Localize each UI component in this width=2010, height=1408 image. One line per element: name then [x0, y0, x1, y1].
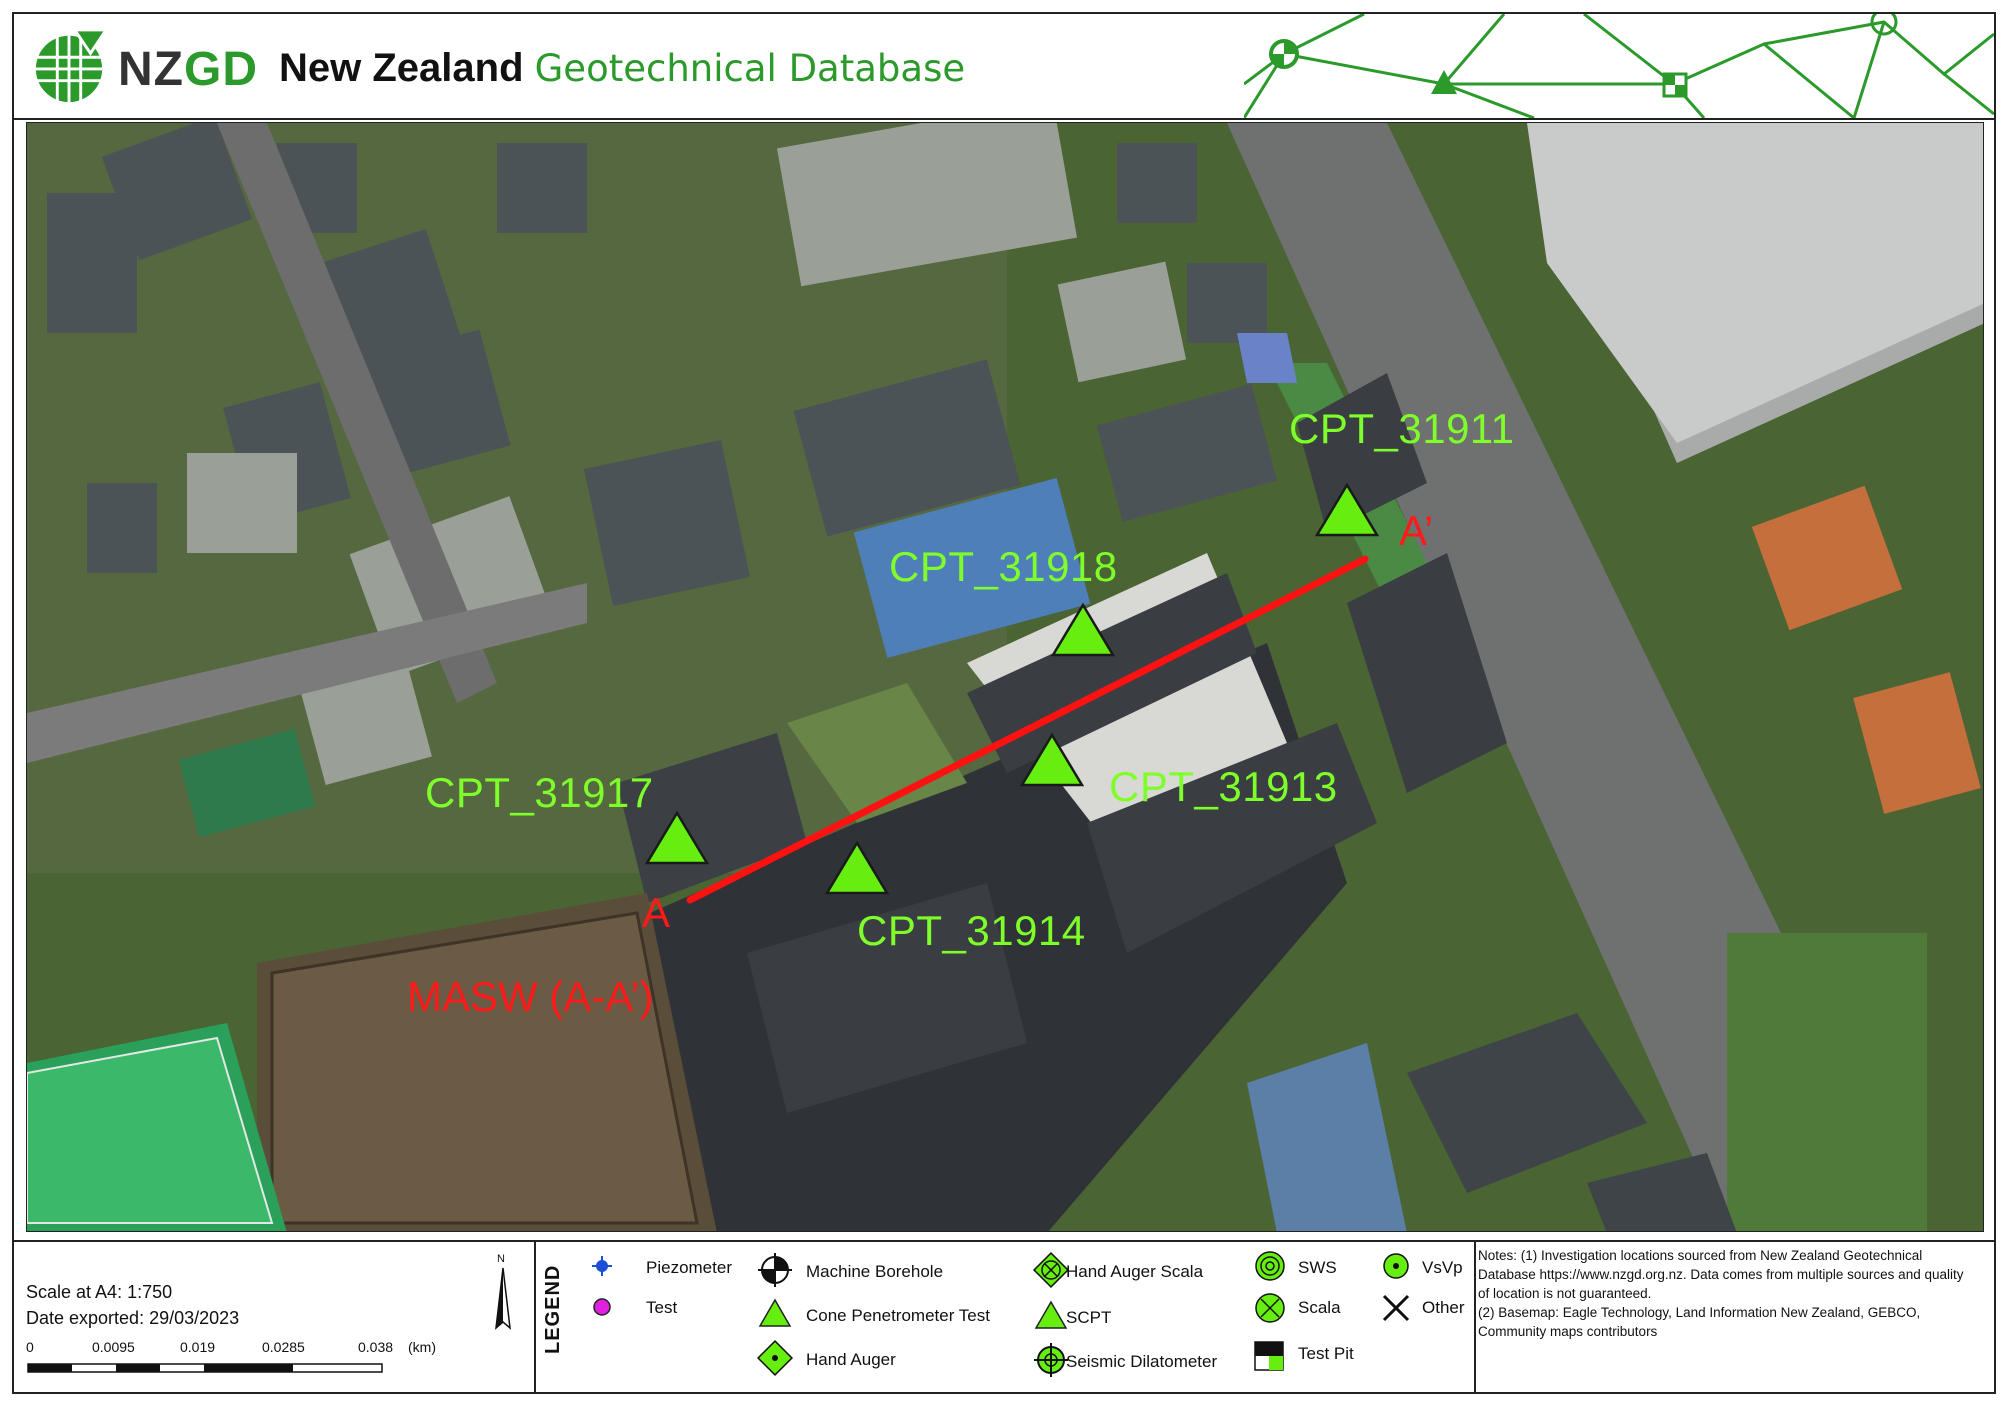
piezometer-icon	[592, 1256, 612, 1276]
scale-tick: 0.038	[358, 1339, 393, 1355]
scale-tick: 0.0095	[92, 1339, 135, 1355]
legend-sws: SWS	[1298, 1258, 1337, 1277]
sws-icon	[1255, 1251, 1285, 1281]
scala-icon	[1255, 1293, 1285, 1323]
cpt-31917-marker	[644, 810, 710, 865]
scpt-icon	[1034, 1300, 1068, 1329]
cpt-31918-label[interactable]: CPT_31918	[889, 543, 1118, 590]
scale-unit: (km)	[408, 1339, 436, 1355]
legend-scpt: SCPT	[1066, 1308, 1112, 1327]
note-1: Notes: (1) Investigation locations sourc…	[1478, 1248, 1964, 1301]
cpt-31917-label[interactable]: CPT_31917	[425, 769, 654, 816]
cpt-icon	[758, 1298, 792, 1327]
masw-section-label: MASW (A-A’)	[407, 973, 654, 1020]
seismic-dilatometer-icon	[1034, 1343, 1068, 1377]
cpt-31911-marker	[1314, 482, 1380, 537]
scale-tick: 0.019	[180, 1339, 215, 1355]
scale-tick: 0.0285	[262, 1339, 305, 1355]
legend-cpt: Cone Penetrometer Test	[806, 1306, 990, 1325]
legend-hand-auger-scala: Hand Auger Scala	[1066, 1262, 1204, 1281]
cpt-31914-marker	[824, 840, 890, 895]
north-arrow-icon: N	[495, 1253, 511, 1330]
test-icon	[593, 1298, 611, 1316]
legend-title: LEGEND	[542, 1264, 564, 1354]
page-frame	[12, 12, 1996, 1394]
header: NZGD New Zealand Geotechnical Database	[14, 14, 1994, 120]
nzgd-globe-logo	[35, 28, 108, 103]
legend-vsvp: VsVp	[1422, 1258, 1463, 1277]
cpt-31914-label[interactable]: CPT_31914	[857, 907, 1086, 954]
test-pit-icon	[1254, 1341, 1284, 1371]
legend-test-pit: Test Pit	[1298, 1344, 1354, 1363]
legend-test: Test	[646, 1298, 678, 1317]
nzgd-wordmark: NZGD	[118, 43, 258, 96]
legend-symbols	[592, 1251, 1410, 1377]
legend-scala: Scala	[1298, 1298, 1341, 1317]
aerial-map[interactable]: CPT_31911 CPT_31918 CPT_31917 CPT_31913 …	[26, 122, 1984, 1232]
map-footer	[14, 1240, 1994, 1394]
legend-piezometer: Piezometer	[646, 1258, 732, 1277]
cpt-31911-label[interactable]: CPT_31911	[1289, 405, 1515, 452]
vsvp-icon	[1383, 1253, 1409, 1279]
scale-tick: 0	[26, 1339, 34, 1355]
legend-hand-auger: Hand Auger	[806, 1350, 896, 1369]
hand-auger-icon	[756, 1339, 794, 1377]
svg-text:N: N	[497, 1253, 505, 1265]
section-start-label: A	[642, 889, 671, 936]
hand-auger-scala-icon	[1032, 1251, 1070, 1289]
page-title: New Zealand Geotechnical Database	[279, 46, 966, 90]
date-exported-label: Date exported: 29/03/2023	[26, 1308, 240, 1328]
map-notes: Notes: (1) Investigation locations sourc…	[1478, 1246, 1978, 1341]
aerial-basemap	[27, 123, 1983, 1231]
legend-machine-borehole: Machine Borehole	[806, 1262, 944, 1281]
scale-bar: 0 0.0095 0.019 0.0285 0.038 (km)	[26, 1339, 436, 1373]
section-end-label: A’	[1399, 507, 1434, 554]
other-icon	[1382, 1294, 1410, 1322]
scale-label: Scale at A4: 1:750	[26, 1282, 173, 1302]
legend-seismic-dilatometer: Seismic Dilatometer	[1066, 1352, 1218, 1371]
header-network-graphic	[1244, 14, 1994, 118]
note-2: (2) Basemap: Eagle Technology, Land Info…	[1478, 1305, 1921, 1339]
machine-borehole-icon	[758, 1253, 792, 1287]
cpt-31918-marker	[1050, 602, 1116, 657]
legend-other: Other	[1422, 1298, 1465, 1317]
cpt-31913-label[interactable]: CPT_31913	[1109, 763, 1338, 810]
cpt-31913-marker	[1019, 732, 1085, 787]
